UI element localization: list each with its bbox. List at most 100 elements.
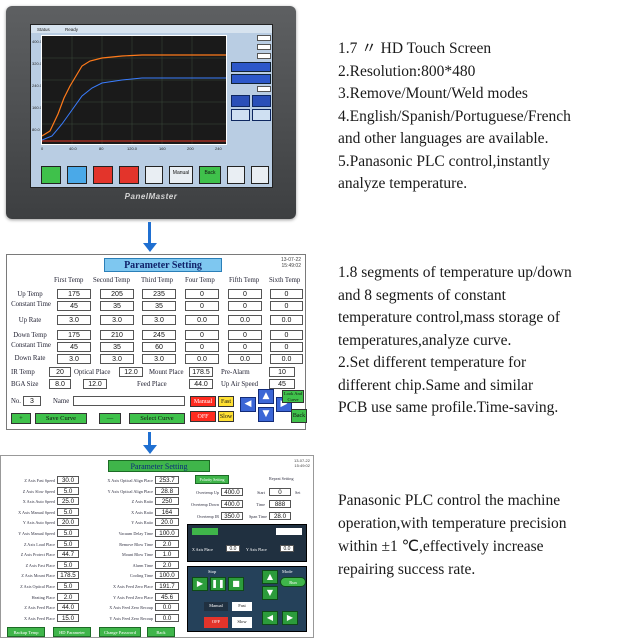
param-input[interactable]: 0 bbox=[228, 330, 262, 340]
param-input[interactable]: 0 bbox=[270, 330, 303, 340]
arrow-right-icon[interactable]: ▶ bbox=[282, 611, 298, 625]
fast-button[interactable]: Fast bbox=[218, 396, 234, 407]
param-input[interactable]: 3.0 bbox=[57, 315, 91, 325]
setting-input[interactable]: 0.0 bbox=[155, 613, 179, 622]
side-button[interactable] bbox=[252, 95, 271, 107]
setting-input[interactable]: 25.0 bbox=[57, 497, 79, 506]
param-input[interactable]: 0 bbox=[185, 301, 219, 311]
run-button[interactable]: Run bbox=[280, 577, 306, 587]
white-button[interactable] bbox=[145, 166, 163, 184]
param-input[interactable]: 0 bbox=[185, 289, 219, 299]
param-input[interactable]: 0 bbox=[228, 301, 262, 311]
select-curve-button[interactable]: Select Curve bbox=[129, 413, 185, 424]
setting-input[interactable]: 20.0 bbox=[155, 518, 179, 527]
setting-input[interactable]: 5.0 bbox=[57, 539, 79, 548]
param-input[interactable]: 175 bbox=[57, 289, 91, 299]
param-input[interactable]: 245 bbox=[142, 330, 176, 340]
setting-input[interactable]: 253.7 bbox=[155, 476, 179, 484]
param-input[interactable]: 3.0 bbox=[100, 315, 134, 325]
param-input[interactable]: 35 bbox=[100, 342, 134, 352]
setting-input[interactable]: 1.0 bbox=[155, 550, 179, 559]
back-button[interactable]: Back bbox=[199, 166, 221, 184]
setting-input[interactable]: 5.0 bbox=[57, 560, 79, 569]
param-input[interactable]: 45 bbox=[57, 342, 91, 352]
param-input[interactable]: 60 bbox=[142, 342, 176, 352]
off-button[interactable]: OFF bbox=[204, 617, 228, 628]
profile-name-input[interactable] bbox=[73, 396, 185, 406]
arrow-down-icon[interactable]: ▼ bbox=[262, 586, 278, 600]
param-input[interactable]: 0 bbox=[270, 301, 303, 311]
mount-place-input[interactable]: 178.5 bbox=[189, 367, 213, 377]
param-input[interactable]: 0.0 bbox=[228, 315, 262, 325]
param-input[interactable]: 3.0 bbox=[57, 354, 91, 364]
arrow-left-icon[interactable]: ◀ bbox=[240, 397, 256, 412]
look-curve-button[interactable]: Look And Curve bbox=[282, 390, 304, 403]
setting-input[interactable]: 45.6 bbox=[155, 592, 179, 601]
param-input[interactable]: 0.0 bbox=[185, 315, 219, 325]
param-input[interactable]: 3.0 bbox=[142, 354, 176, 364]
param-input[interactable]: 0.0 bbox=[270, 354, 303, 364]
pre-alarm-input[interactable]: 10 bbox=[269, 367, 295, 377]
setting-input[interactable]: 5.0 bbox=[57, 582, 79, 590]
setting-input[interactable]: 164 bbox=[155, 507, 179, 516]
param-input[interactable]: 35 bbox=[142, 301, 176, 311]
arrow-up-icon[interactable]: ▲ bbox=[258, 389, 274, 404]
red-button[interactable] bbox=[93, 166, 113, 184]
param-input[interactable]: 0.0 bbox=[185, 354, 219, 364]
setting-input[interactable]: 178.5 bbox=[57, 571, 79, 580]
start-button[interactable] bbox=[41, 166, 61, 184]
backup-temp-button[interactable]: Backup Temp bbox=[7, 627, 45, 637]
setting-input[interactable]: 100.0 bbox=[155, 571, 179, 580]
time-input[interactable]: 888 bbox=[269, 500, 291, 508]
param-input[interactable]: 0.0 bbox=[228, 354, 262, 364]
manual-button[interactable]: Manual bbox=[204, 602, 228, 611]
param-input[interactable]: 0 bbox=[185, 342, 219, 352]
save-curve-button[interactable]: Save Curve bbox=[35, 413, 87, 424]
add-button[interactable]: + bbox=[11, 413, 31, 424]
param-input[interactable]: 35 bbox=[100, 301, 134, 311]
blue-button[interactable] bbox=[67, 166, 87, 184]
side-button[interactable] bbox=[231, 109, 250, 121]
param-input[interactable]: 205 bbox=[100, 289, 134, 299]
param-input[interactable]: 3.0 bbox=[100, 354, 134, 364]
setting-input[interactable]: 0.0 bbox=[155, 603, 179, 612]
setting-input[interactable]: 5.0 bbox=[57, 507, 79, 516]
manual-button[interactable]: Manual bbox=[169, 166, 193, 184]
profile-number-input[interactable]: 3 bbox=[23, 396, 41, 406]
setting-input[interactable]: 250 bbox=[155, 497, 179, 506]
off-button[interactable]: OFF bbox=[190, 411, 216, 422]
white-button[interactable] bbox=[227, 166, 245, 184]
back-button[interactable]: Back bbox=[147, 627, 175, 637]
setting-input[interactable]: 5.0 bbox=[57, 486, 79, 495]
setting-input[interactable]: 28.8 bbox=[155, 486, 179, 495]
bga-size-input[interactable]: 12.0 bbox=[83, 379, 107, 389]
setting-input[interactable]: 30.0 bbox=[57, 476, 79, 484]
setting-input[interactable]: 2.0 bbox=[57, 592, 79, 601]
setting-input[interactable]: 100.0 bbox=[155, 529, 179, 537]
param-input[interactable]: 45 bbox=[57, 301, 91, 311]
side-button[interactable] bbox=[231, 95, 250, 107]
span-time-input[interactable]: 28.0 bbox=[269, 512, 291, 520]
setting-input[interactable]: 20.0 bbox=[57, 518, 79, 527]
manual-button[interactable]: Manual bbox=[190, 396, 216, 407]
side-button[interactable] bbox=[252, 109, 271, 121]
param-input[interactable]: 235 bbox=[142, 289, 176, 299]
setting-input[interactable]: 15.0 bbox=[57, 613, 79, 622]
ir-temp-input[interactable]: 20 bbox=[49, 367, 71, 377]
start-input[interactable]: 0 bbox=[269, 488, 291, 496]
polarity-setting-button[interactable]: Polarity Setting bbox=[195, 475, 229, 484]
setting-input[interactable]: 5.0 bbox=[57, 529, 79, 537]
stop-icon[interactable]: ■ bbox=[228, 577, 244, 591]
bga-size-input[interactable]: 8.0 bbox=[49, 379, 71, 389]
white-button[interactable] bbox=[251, 166, 269, 184]
setting-input[interactable]: 2.0 bbox=[155, 560, 179, 569]
param-input[interactable]: 0 bbox=[270, 342, 303, 352]
fast-button[interactable]: Fast bbox=[232, 602, 252, 611]
feed-place-input[interactable]: 44.0 bbox=[189, 379, 213, 389]
param-input[interactable]: 0.0 bbox=[270, 315, 303, 325]
play-icon[interactable]: ▶ bbox=[192, 577, 208, 591]
back-button[interactable]: Back bbox=[291, 409, 307, 423]
param-input[interactable]: 175 bbox=[57, 330, 91, 340]
param-input[interactable]: 0 bbox=[185, 330, 219, 340]
slow-button[interactable]: Slow bbox=[218, 411, 234, 422]
